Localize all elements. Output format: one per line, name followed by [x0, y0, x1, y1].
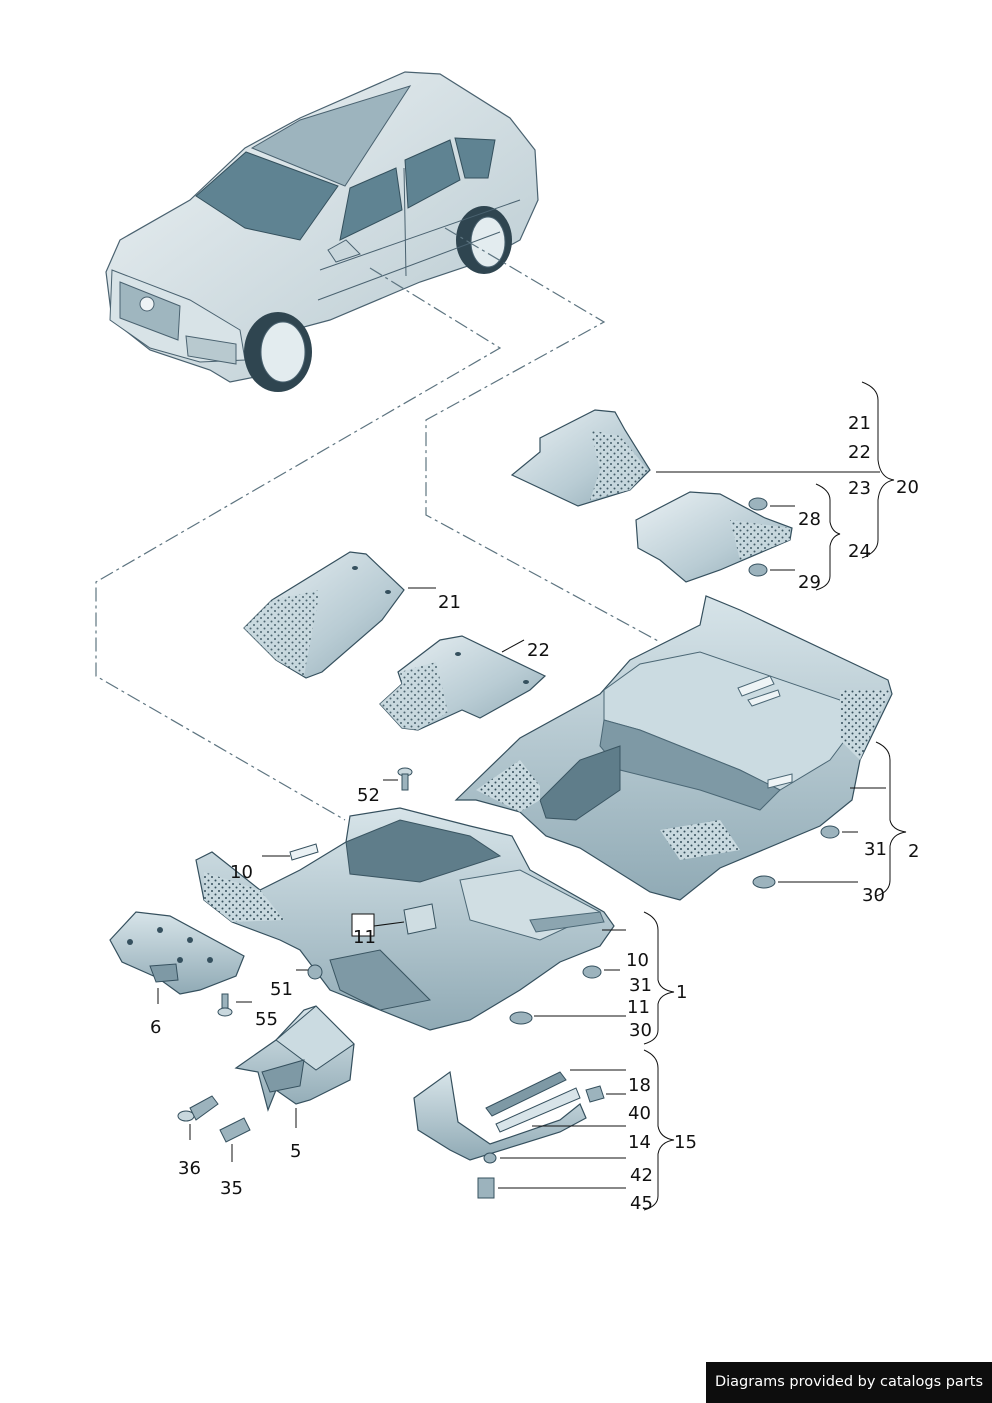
label-42: 42	[630, 1165, 653, 1186]
screw-55	[217, 993, 252, 1017]
label-21-top: 21	[848, 413, 871, 434]
label-30-side: 30	[629, 1020, 652, 1041]
sill-trim-15	[413, 1049, 675, 1211]
clip-51	[296, 964, 323, 980]
label-22-top: 22	[848, 442, 871, 463]
label-28: 28	[798, 509, 821, 530]
label-18: 18	[628, 1075, 651, 1096]
label-5: 5	[290, 1141, 301, 1162]
bracket-6	[109, 911, 245, 1004]
clip-36	[177, 1095, 219, 1140]
label-10-side: 10	[626, 950, 649, 971]
label-55: 55	[255, 1009, 278, 1030]
label-2: 2	[908, 841, 919, 862]
label-20: 20	[896, 477, 919, 498]
front-carpet	[195, 807, 675, 1045]
rear-carpet	[454, 595, 907, 901]
car-illustration	[105, 71, 539, 392]
label-31-rear: 31	[864, 839, 887, 860]
label-21-front: 21	[438, 592, 461, 613]
label-24: 24	[848, 541, 871, 562]
label-51: 51	[270, 979, 293, 1000]
label-52: 52	[357, 785, 380, 806]
floor-mat-kit-20	[510, 381, 895, 591]
label-6: 6	[150, 1017, 161, 1038]
label-11-front: 11	[353, 927, 376, 948]
clip-35	[219, 1117, 251, 1162]
front-floor-mats	[243, 551, 547, 731]
label-23: 23	[848, 478, 871, 499]
label-10-front: 10	[230, 862, 253, 883]
label-40: 40	[628, 1103, 651, 1124]
label-35: 35	[220, 1178, 243, 1199]
credit-banner: Diagrams provided by catalogs parts	[706, 1362, 992, 1403]
label-31-side: 31	[629, 975, 652, 996]
label-36: 36	[178, 1158, 201, 1179]
screw-52	[383, 767, 413, 791]
label-30-rear: 30	[862, 885, 885, 906]
callout-lines	[95, 227, 661, 821]
bracket-5	[234, 1005, 355, 1128]
label-15: 15	[674, 1132, 697, 1153]
label-45: 45	[630, 1193, 653, 1214]
label-14: 14	[628, 1132, 651, 1153]
label-22-front: 22	[527, 640, 550, 661]
label-29: 29	[798, 572, 821, 593]
label-1: 1	[676, 982, 687, 1003]
label-11-side: 11	[627, 997, 650, 1018]
